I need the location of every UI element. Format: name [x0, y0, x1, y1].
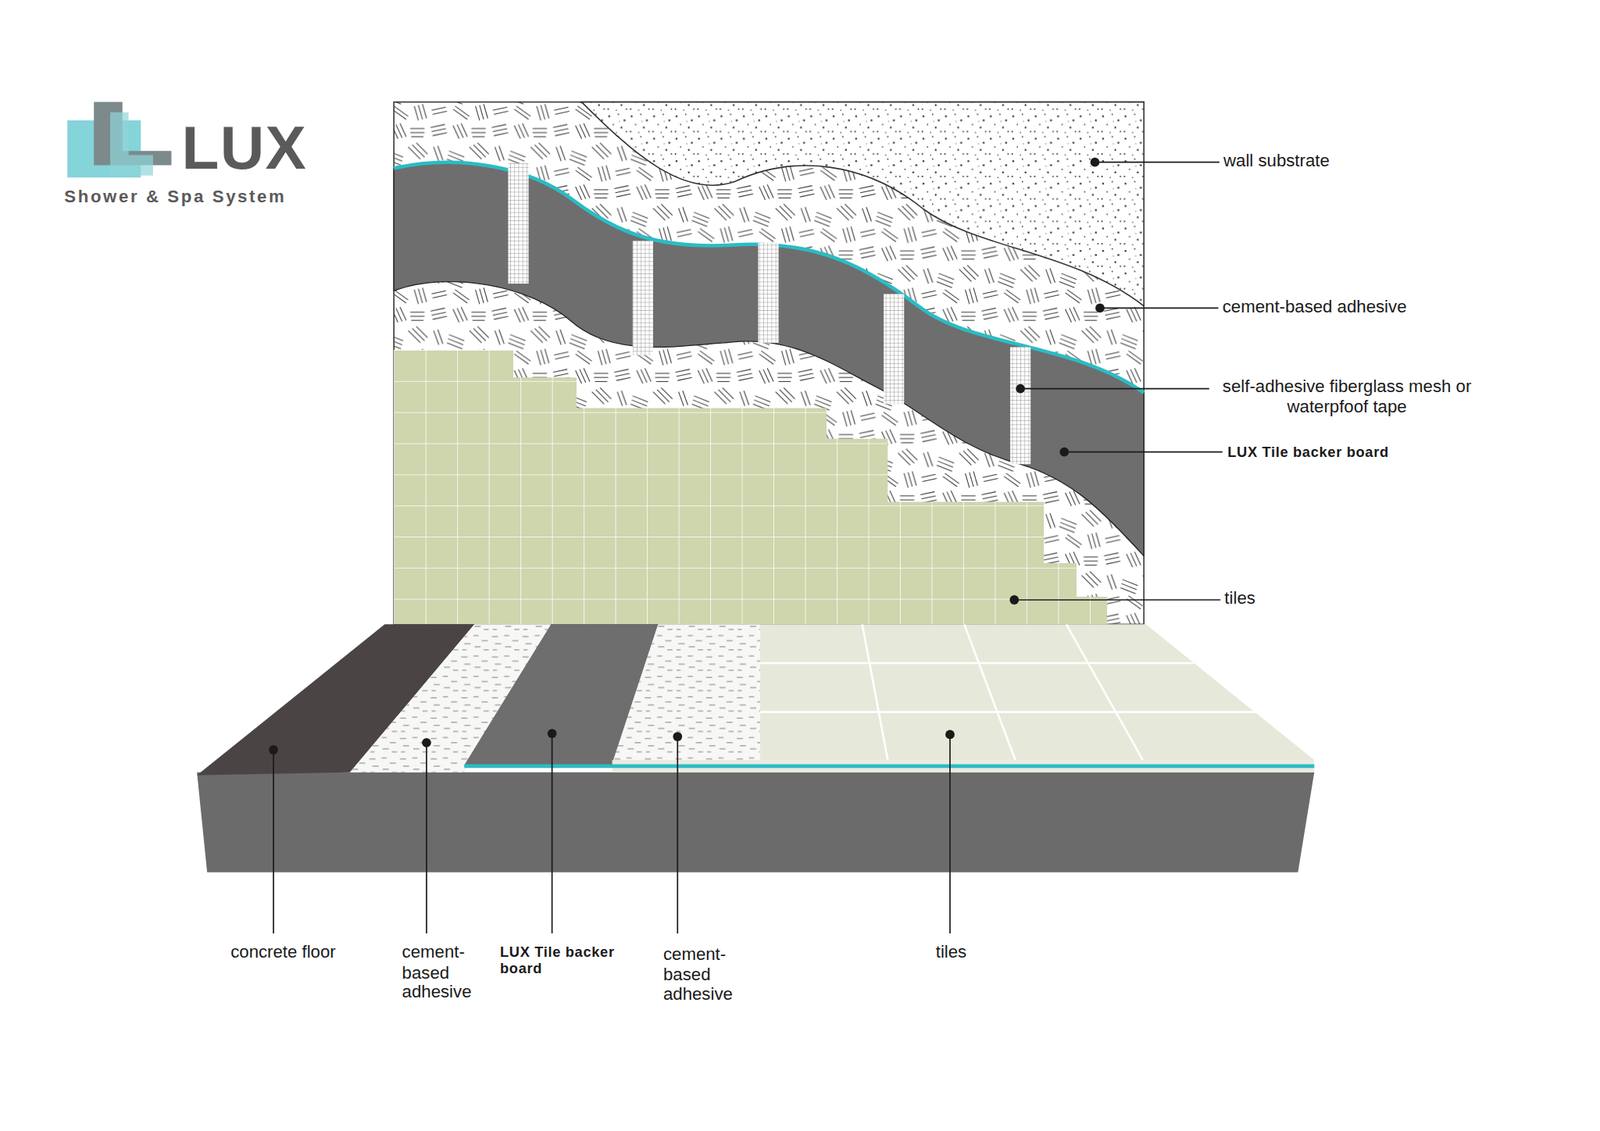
part-label: LUX Tile backer board [500, 943, 638, 977]
part-label: tiles [935, 942, 967, 964]
part-label: concrete floor [230, 942, 336, 964]
part-label: tiles [1224, 589, 1255, 610]
part-label: self-adhesive fiberglass mesh or waterpf… [1213, 376, 1481, 417]
logo-text: LUX [181, 112, 308, 183]
part-label: wall substrate [1223, 150, 1330, 172]
part-label: LUX Tile backer board [1227, 443, 1389, 461]
logo-tagline: Shower & Spa System [64, 186, 286, 208]
part-label: cement- based adhesive [402, 942, 480, 1004]
part-label: cement-based adhesive [1222, 296, 1408, 318]
part-label: cement- based adhesive [663, 944, 741, 1005]
